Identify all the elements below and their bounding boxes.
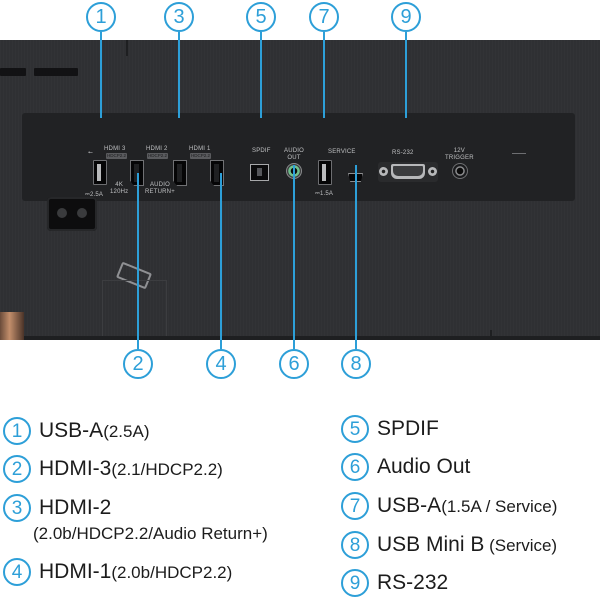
hdmi3-hdcp-badge: HDCP2.2 — [106, 153, 128, 159]
legend-badge: 4 — [3, 558, 31, 586]
panel-seam — [102, 280, 103, 336]
panel-seam — [126, 40, 128, 56]
callout-5: 5 — [246, 2, 276, 32]
hdmi1-hdcp-badge: HDCP2.2 — [190, 153, 212, 159]
legend-main: HDMI-3 — [39, 457, 112, 480]
audio-out-label: AUDIO OUT — [284, 148, 305, 161]
legend-badge: 1 — [3, 417, 31, 445]
panel-seam — [102, 280, 167, 281]
legend-sub: (2.1/HDCP2.2) — [111, 460, 223, 479]
legend-item-8: 8 USB Mini B (Service) — [341, 531, 557, 560]
screw-icon — [379, 167, 388, 176]
legend-main: USB-A — [39, 419, 104, 442]
leader-5 — [260, 32, 262, 118]
legend-sub: (2.5A) — [103, 422, 150, 441]
leader-9 — [405, 32, 407, 118]
legend-main: USB Mini B — [377, 533, 485, 556]
callout-8: 8 — [341, 349, 371, 379]
legend-text: RS-232 — [377, 569, 448, 597]
rs232-label: RS-232 — [392, 150, 414, 156]
legend-badge: 9 — [341, 569, 369, 597]
legend-badge: 7 — [341, 492, 369, 520]
12v-trigger-jack[interactable] — [452, 163, 468, 179]
hdmi2-hdcp-badge: HDCP2.2 — [147, 153, 169, 159]
legend-badge: 5 — [341, 415, 369, 443]
legend-item-5: 5 SPDIF — [341, 415, 439, 443]
panel-corner-mark — [512, 153, 526, 154]
legend-line2: (2.0b/HDCP2.2/Audio Return+) — [33, 524, 268, 543]
ac-power-inlet[interactable] — [47, 197, 97, 231]
legend-item-6: 6 Audio Out — [341, 453, 470, 481]
legend-badge: 6 — [341, 453, 369, 481]
service-label: SERVICE — [328, 149, 356, 155]
projector-foot — [0, 312, 24, 340]
io-panel: ⭠ HDMI 3 HDCP2.2 HDMI 2 HDCP2.2 HDMI 1 H… — [22, 113, 575, 201]
legend-badge: 2 — [3, 455, 31, 483]
audio-return-label: AUDIO RETURN+ — [145, 182, 175, 195]
legend-main: HDMI-2 — [39, 496, 112, 519]
hdmi2-label: HDMI 2 — [146, 146, 168, 152]
panel-seam — [0, 336, 600, 340]
legend-sub: (2.0b/HDCP2.2) — [111, 563, 233, 582]
callout-9: 9 — [391, 2, 421, 32]
projector-rear-panel: ⭠ HDMI 3 HDCP2.2 HDMI 2 HDCP2.2 HDMI 1 H… — [0, 40, 600, 340]
legend-text: HDMI-1(2.0b/HDCP2.2) — [39, 558, 232, 587]
legend-badge: 3 — [3, 494, 31, 522]
panel-seam — [166, 280, 167, 336]
legend-sub: (1.5A / Service) — [441, 497, 558, 516]
spdif-port[interactable] — [250, 164, 269, 181]
legend-text: HDMI-3(2.1/HDCP2.2) — [39, 455, 223, 484]
legend-main: Audio Out — [377, 455, 471, 478]
legend-item-9: 9 RS-232 — [341, 569, 448, 597]
legend-badge: 8 — [341, 531, 369, 559]
leader-4 — [220, 173, 222, 349]
legend-main: RS-232 — [377, 571, 449, 594]
callout-2: 2 — [123, 349, 153, 379]
legend-main: SPDIF — [377, 417, 439, 440]
usb-a-port-1-5a[interactable] — [318, 160, 332, 185]
legend-text: USB-A(1.5A / Service) — [377, 492, 557, 521]
legend-text: SPDIF — [377, 415, 439, 443]
legend-main: HDMI-1 — [39, 560, 112, 583]
callout-6: 6 — [279, 349, 309, 379]
vent-slot — [0, 68, 26, 76]
leader-1 — [100, 32, 102, 118]
leader-3 — [178, 32, 180, 118]
leader-7 — [323, 32, 325, 118]
legend-text: HDMI-2 (2.0b/HDCP2.2/Audio Return+) — [33, 494, 268, 546]
hdmi-2-port[interactable] — [173, 160, 187, 186]
legend-item-2: 2 HDMI-3(2.1/HDCP2.2) — [3, 455, 223, 484]
leader-6 — [293, 165, 295, 349]
hdmi3-label: HDMI 3 — [104, 146, 126, 152]
callout-7: 7 — [309, 2, 339, 32]
db9-connector — [391, 164, 425, 179]
leader-8 — [355, 165, 357, 349]
legend-item-7: 7 USB-A(1.5A / Service) — [341, 492, 557, 521]
vent-slot — [34, 68, 78, 76]
hdmi1-label: HDMI 1 — [189, 146, 211, 152]
spdif-label: SPDIF — [252, 148, 271, 154]
rs-232-port[interactable] — [378, 162, 438, 182]
usb-symbol: ⭠ — [88, 150, 94, 156]
legend-text: Audio Out — [377, 453, 470, 481]
legend-sub: (Service) — [484, 536, 558, 555]
4k-120hz-label: 4K 120Hz — [110, 182, 129, 195]
legend-item-1: 1 USB-A(2.5A) — [3, 417, 149, 446]
legend-text: USB Mini B (Service) — [377, 531, 557, 560]
callout-3: 3 — [164, 2, 194, 32]
callout-1: 1 — [86, 2, 116, 32]
legend-item-3: 3 HDMI-2 (2.0b/HDCP2.2/Audio Return+) — [3, 494, 268, 546]
usb-a-port-2-5a[interactable] — [93, 160, 107, 185]
legend-item-4: 4 HDMI-1(2.0b/HDCP2.2) — [3, 558, 232, 587]
legend-main: USB-A — [377, 494, 442, 517]
screw-icon — [428, 167, 437, 176]
legend-text: USB-A(2.5A) — [39, 417, 149, 446]
current-label-1-5a: ⎓1.5A — [315, 191, 334, 197]
current-label-2-5a: ⎓2.5A — [85, 192, 104, 198]
callout-4: 4 — [206, 349, 236, 379]
trigger-label: 12V TRIGGER — [445, 148, 474, 161]
leader-2 — [137, 173, 139, 349]
panel-seam — [490, 330, 492, 338]
